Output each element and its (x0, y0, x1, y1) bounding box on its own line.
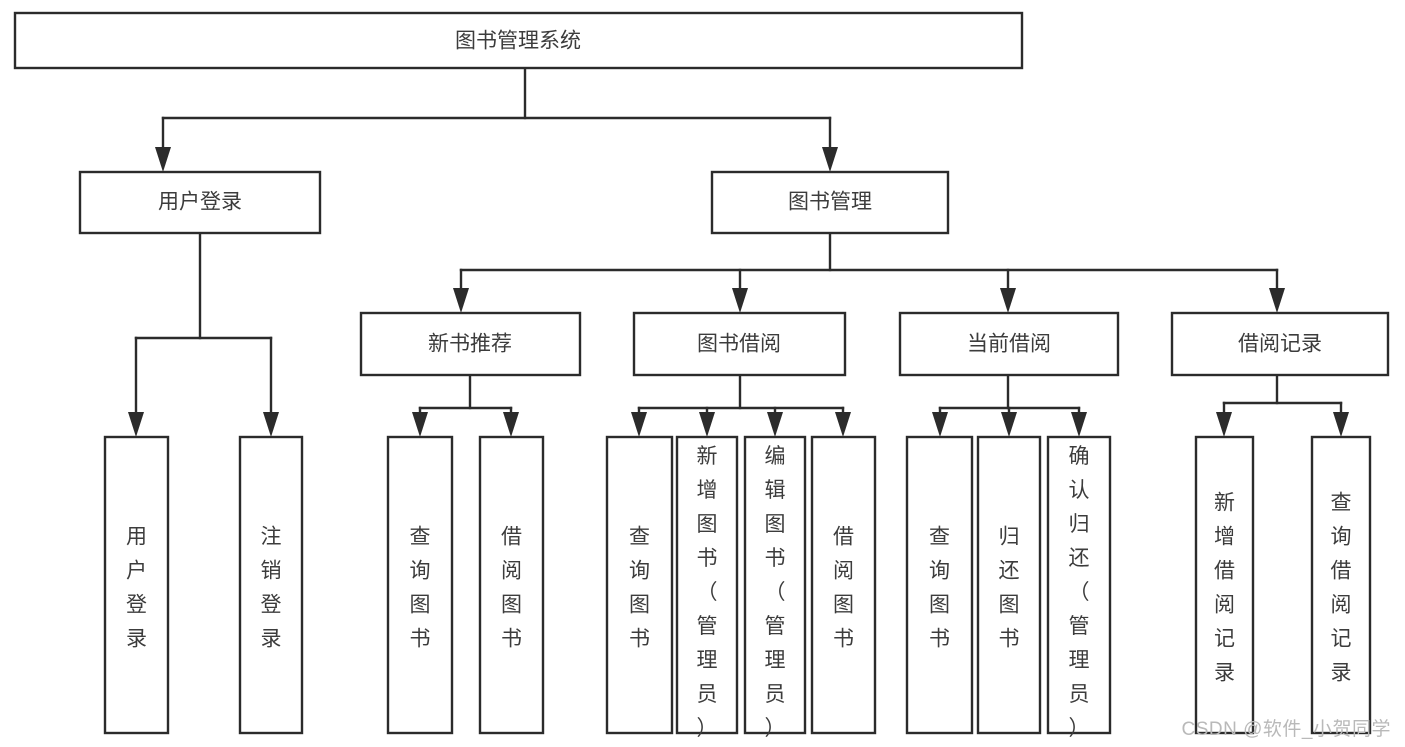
node-new-book-recommend-box[interactable] (359, 311, 582, 377)
node-current-borrow[interactable]: 当前借阅 (898, 311, 1120, 377)
leaf-node-box[interactable] (1310, 435, 1372, 735)
leaf-node-box[interactable] (905, 435, 974, 735)
arrow-head-leaf-add-book (699, 412, 715, 437)
arrow-head-book-manage (822, 147, 838, 172)
arrow-head-leaf-query-record (1333, 412, 1349, 437)
node-book-manage-label: 图书管理 (788, 191, 872, 214)
leaf-node-label: 查询图书 (410, 526, 431, 651)
node-book-borrow[interactable]: 图书借阅 (632, 311, 847, 377)
leaf-node-label: 查询借阅记录 (1331, 492, 1352, 685)
leaf-node-box[interactable] (1046, 435, 1112, 735)
node-user-login-box[interactable] (78, 170, 322, 235)
node-user-login[interactable]: 用户登录 (78, 170, 322, 235)
leaf-node[interactable]: 查询图书 (605, 435, 674, 735)
node-book-borrow-label: 图书借阅 (697, 333, 781, 356)
leaf-node-box[interactable] (675, 435, 739, 735)
leaf-node[interactable]: 新增借阅记录 (1194, 435, 1255, 735)
connector-layer (128, 66, 1349, 437)
leaf-node-label: 新增图书（管理员） (697, 445, 718, 740)
leaf-node-label: 确认归还（管理员） (1069, 445, 1090, 740)
leaf-node-label: 编辑图书（管理员） (765, 445, 786, 740)
leaf-node-label: 归还图书 (999, 526, 1020, 651)
arrow-head-leaf-user-login (128, 412, 144, 437)
leaf-node-label: 注销登录 (261, 526, 282, 651)
arrow-head-user-login (155, 147, 171, 172)
arrow-head-leaf-logout (263, 412, 279, 437)
leaf-node[interactable]: 查询图书 (905, 435, 974, 735)
arrow-head-leaf-confirm-return (1071, 412, 1087, 437)
node-book-borrow-box[interactable] (632, 311, 847, 377)
arrow-head-leaf-borrow-book-2 (835, 412, 851, 437)
arrow-head-book-borrow (732, 288, 748, 313)
watermark-label: CSDN @软件_小贺同学 (1181, 719, 1391, 740)
leaf-node[interactable]: 查询借阅记录 (1310, 435, 1372, 735)
leaf-node-layer: 用户登录 注销登录 查询图书 借阅图书 查询图书 新增图书（管理员） 编辑图书（管理员） 借阅… (103, 435, 1372, 740)
node-book-manage[interactable]: 图书管理 (710, 170, 950, 235)
leaf-node-box[interactable] (103, 435, 170, 735)
arrow-head-leaf-edit-book (767, 412, 783, 437)
leaf-node[interactable]: 查询图书 (386, 435, 454, 735)
node-borrow-record[interactable]: 借阅记录 (1170, 311, 1390, 377)
arrow-head-leaf-query-book-1 (412, 412, 428, 437)
leaf-node-label: 借阅图书 (833, 526, 854, 651)
leaf-node-label: 用户登录 (126, 526, 147, 651)
node-root-system[interactable]: 图书管理系统 (13, 11, 1024, 70)
arrow-head-new-book-rec (453, 288, 469, 313)
leaf-node-box[interactable] (605, 435, 674, 735)
leaf-node[interactable]: 借阅图书 (810, 435, 877, 735)
arrow-head-current-borrow (1000, 288, 1016, 313)
leaf-node-label: 查询图书 (629, 526, 650, 651)
node-user-login-label: 用户登录 (158, 191, 242, 214)
leaf-node[interactable]: 用户登录 (103, 435, 170, 735)
leaf-node-box[interactable] (1194, 435, 1255, 735)
leaf-node-box[interactable] (386, 435, 454, 735)
arrow-head-leaf-query-book-2 (631, 412, 647, 437)
leaf-node-label: 查询图书 (929, 526, 950, 651)
node-new-book-recommend-label: 新书推荐 (428, 333, 512, 356)
leaf-node-box[interactable] (976, 435, 1042, 735)
node-book-manage-box[interactable] (710, 170, 950, 235)
arrow-head-leaf-return-book (1001, 412, 1017, 437)
node-root-label: 图书管理系统 (455, 30, 581, 53)
leaf-node[interactable]: 归还图书 (976, 435, 1042, 735)
arrow-head-leaf-add-record (1216, 412, 1232, 437)
leaf-node[interactable]: 确认归还（管理员） (1046, 435, 1112, 740)
node-current-borrow-label: 当前借阅 (967, 333, 1051, 356)
node-new-book-recommend[interactable]: 新书推荐 (359, 311, 582, 377)
arrow-head-leaf-borrow-book-1 (503, 412, 519, 437)
leaf-node[interactable]: 新增图书（管理员） (675, 435, 739, 740)
leaf-node-box[interactable] (478, 435, 545, 735)
leaf-node-box[interactable] (238, 435, 304, 735)
node-borrow-record-label: 借阅记录 (1238, 333, 1322, 356)
node-borrow-record-box[interactable] (1170, 311, 1390, 377)
leaf-node[interactable]: 编辑图书（管理员） (743, 435, 807, 740)
arrow-head-leaf-query-book-3 (932, 412, 948, 437)
leaf-node-box[interactable] (743, 435, 807, 735)
arrow-head-borrow-record (1269, 288, 1285, 313)
leaf-node-label: 借阅图书 (501, 526, 522, 651)
leaf-node-box[interactable] (810, 435, 877, 735)
leaf-node[interactable]: 注销登录 (238, 435, 304, 735)
node-root-box[interactable] (13, 11, 1024, 70)
leaf-node-label: 新增借阅记录 (1214, 492, 1235, 685)
node-current-borrow-box[interactable] (898, 311, 1120, 377)
leaf-node[interactable]: 借阅图书 (478, 435, 545, 735)
